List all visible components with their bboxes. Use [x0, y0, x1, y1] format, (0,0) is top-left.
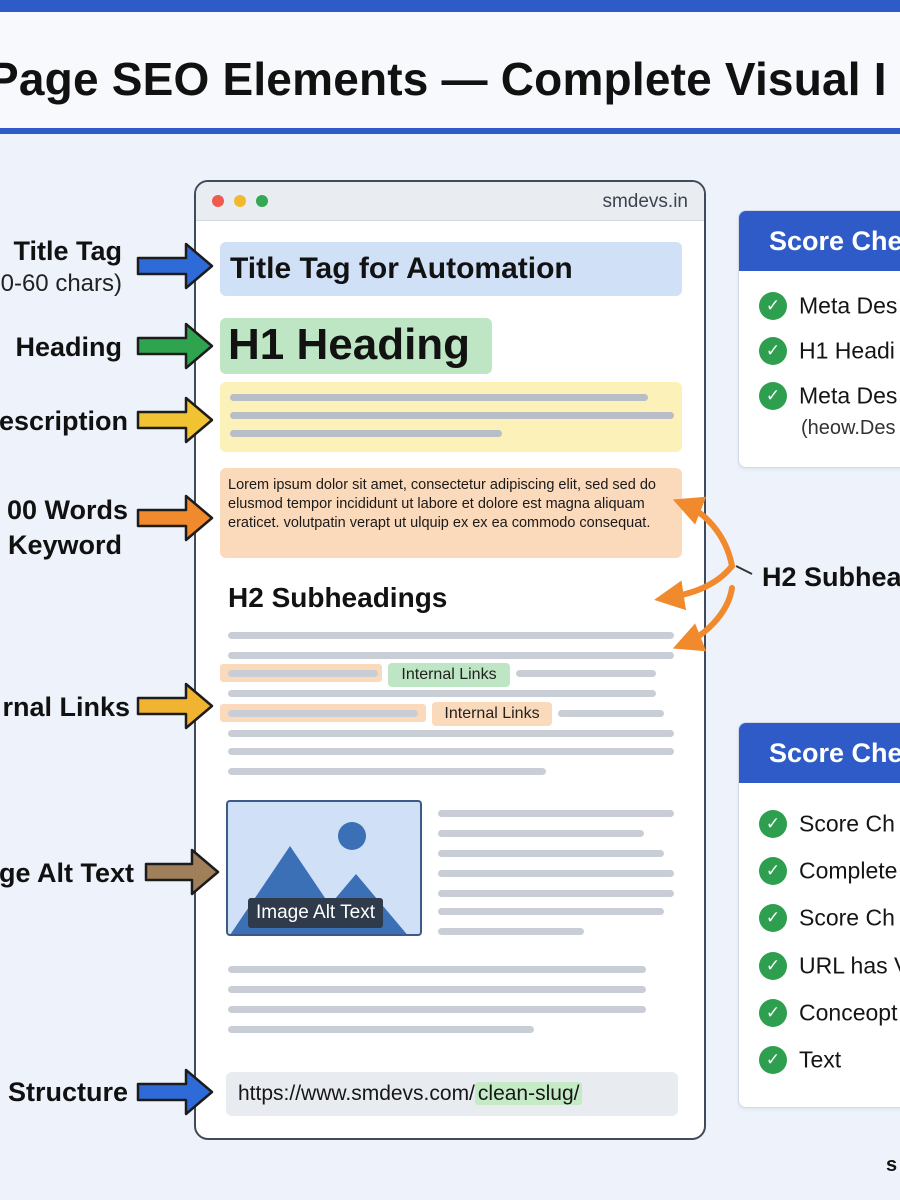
label-internal-links: rnal Links	[2, 692, 130, 722]
text-line	[228, 768, 546, 775]
h1-element: H1 Heading	[220, 318, 492, 374]
text-line	[228, 730, 674, 737]
text-line	[228, 690, 656, 697]
label-words: 00 Words	[6, 495, 128, 525]
check-icon: ✓	[759, 903, 787, 932]
text-line	[228, 710, 418, 717]
text-line	[228, 1006, 646, 1013]
label-title-tag: Title Tag	[13, 236, 122, 266]
check-icon: ✓	[759, 998, 787, 1027]
score-panel-1-note: (heow.Des	[801, 417, 896, 439]
text-line	[228, 652, 674, 659]
check-icon: ✓	[759, 856, 787, 885]
text-line	[228, 748, 674, 755]
window-maximize-dot-icon[interactable]	[256, 195, 268, 207]
browser-window: smdevs.in Title Tag for Automation H1 He…	[194, 180, 706, 1140]
text-line	[558, 710, 664, 717]
text-line	[228, 632, 674, 639]
score-panel-1-item: ✓H1 Headi	[759, 336, 895, 366]
top-accent-bar	[0, 0, 900, 12]
title-tag-text: Title Tag for Automation	[230, 252, 573, 285]
text-line	[438, 908, 664, 915]
text-line	[228, 670, 378, 677]
score-panel-1-title: Score Che	[739, 211, 900, 271]
label-image-alt: ge Alt Text	[0, 858, 134, 888]
check-icon: ✓	[759, 381, 787, 410]
text-line	[516, 670, 656, 677]
score-panel-2: Score Che ✓Score Ch ✓Complete ✓Score Ch …	[738, 722, 900, 1108]
score-panel-2-item: ✓Score Ch	[759, 903, 895, 933]
text-line	[438, 928, 584, 935]
footer-mark: s	[886, 1154, 898, 1176]
score-panel-1-item: ✓Meta Des	[759, 381, 897, 411]
score-panel-2-item: ✓URL has V	[759, 951, 900, 981]
check-icon: ✓	[759, 1045, 787, 1074]
window-close-dot-icon[interactable]	[212, 195, 224, 207]
page-title: Page SEO Elements — Complete Visual I	[0, 53, 887, 105]
label-heading: Heading	[15, 332, 122, 362]
h2-text: H2 Subheadings	[228, 582, 448, 613]
url-base: https://www.smdevs.com/	[238, 1082, 475, 1105]
label-title-tag-sub: 0-60 chars)	[0, 270, 122, 297]
image-alt-label: Image Alt Text	[248, 898, 383, 928]
meta-description-block	[220, 382, 682, 452]
url-bar[interactable]: https://www.smdevs.com/clean-slug/	[226, 1072, 678, 1116]
score-panel-2-item: ✓Conceopt	[759, 998, 897, 1028]
image-placeholder: Image Alt Text	[226, 800, 422, 936]
h2-connector-line	[735, 565, 753, 575]
browser-chrome: smdevs.in	[196, 182, 704, 221]
text-line	[228, 986, 646, 993]
check-icon: ✓	[759, 809, 787, 838]
title-rule	[0, 128, 900, 134]
title-tag-element: Title Tag for Automation	[220, 242, 682, 296]
score-panel-2-title: Score Che	[739, 723, 900, 783]
header: Page SEO Elements — Complete Visual I	[0, 12, 900, 130]
body-content-block: Lorem ipsum dolor sit amet, consectetur …	[220, 468, 682, 558]
h1-text: H1 Heading	[228, 320, 471, 369]
internal-link-chip[interactable]: Internal Links	[388, 663, 510, 687]
body-paragraph: Lorem ipsum dolor sit amet, consectetur …	[228, 477, 656, 532]
meta-line	[230, 412, 674, 419]
meta-line	[230, 430, 502, 437]
text-line	[438, 890, 674, 897]
check-icon: ✓	[759, 336, 787, 365]
url-text: https://www.smdevs.com/clean-slug/	[238, 1082, 583, 1106]
score-panel-2-item: ✓Text	[759, 1045, 841, 1075]
label-h2-subheadings: H2 Subhea	[762, 562, 900, 592]
score-panel-1-item: ✓Meta Des	[759, 291, 897, 321]
text-line	[228, 1026, 534, 1033]
label-url-structure: Structure	[7, 1077, 128, 1107]
label-keyword: Keyword	[7, 530, 122, 560]
window-minimize-dot-icon[interactable]	[234, 195, 246, 207]
text-line	[438, 830, 644, 837]
score-panel-2-item: ✓Score Ch	[759, 809, 895, 839]
check-icon: ✓	[759, 951, 787, 980]
meta-line	[230, 394, 648, 401]
label-meta-description: escription	[0, 406, 128, 436]
url-slug: clean-slug/	[474, 1082, 583, 1105]
text-line	[228, 966, 646, 973]
check-icon: ✓	[759, 291, 787, 320]
browser-domain: smdevs.in	[602, 191, 688, 212]
score-panel-2-item: ✓Complete	[759, 856, 897, 886]
text-line	[438, 810, 674, 817]
text-line	[438, 850, 664, 857]
internal-link-chip[interactable]: Internal Links	[432, 702, 552, 726]
text-line	[438, 870, 674, 877]
score-panel-1: Score Che ✓Meta Des ✓H1 Headi ✓Meta Des …	[738, 210, 900, 468]
